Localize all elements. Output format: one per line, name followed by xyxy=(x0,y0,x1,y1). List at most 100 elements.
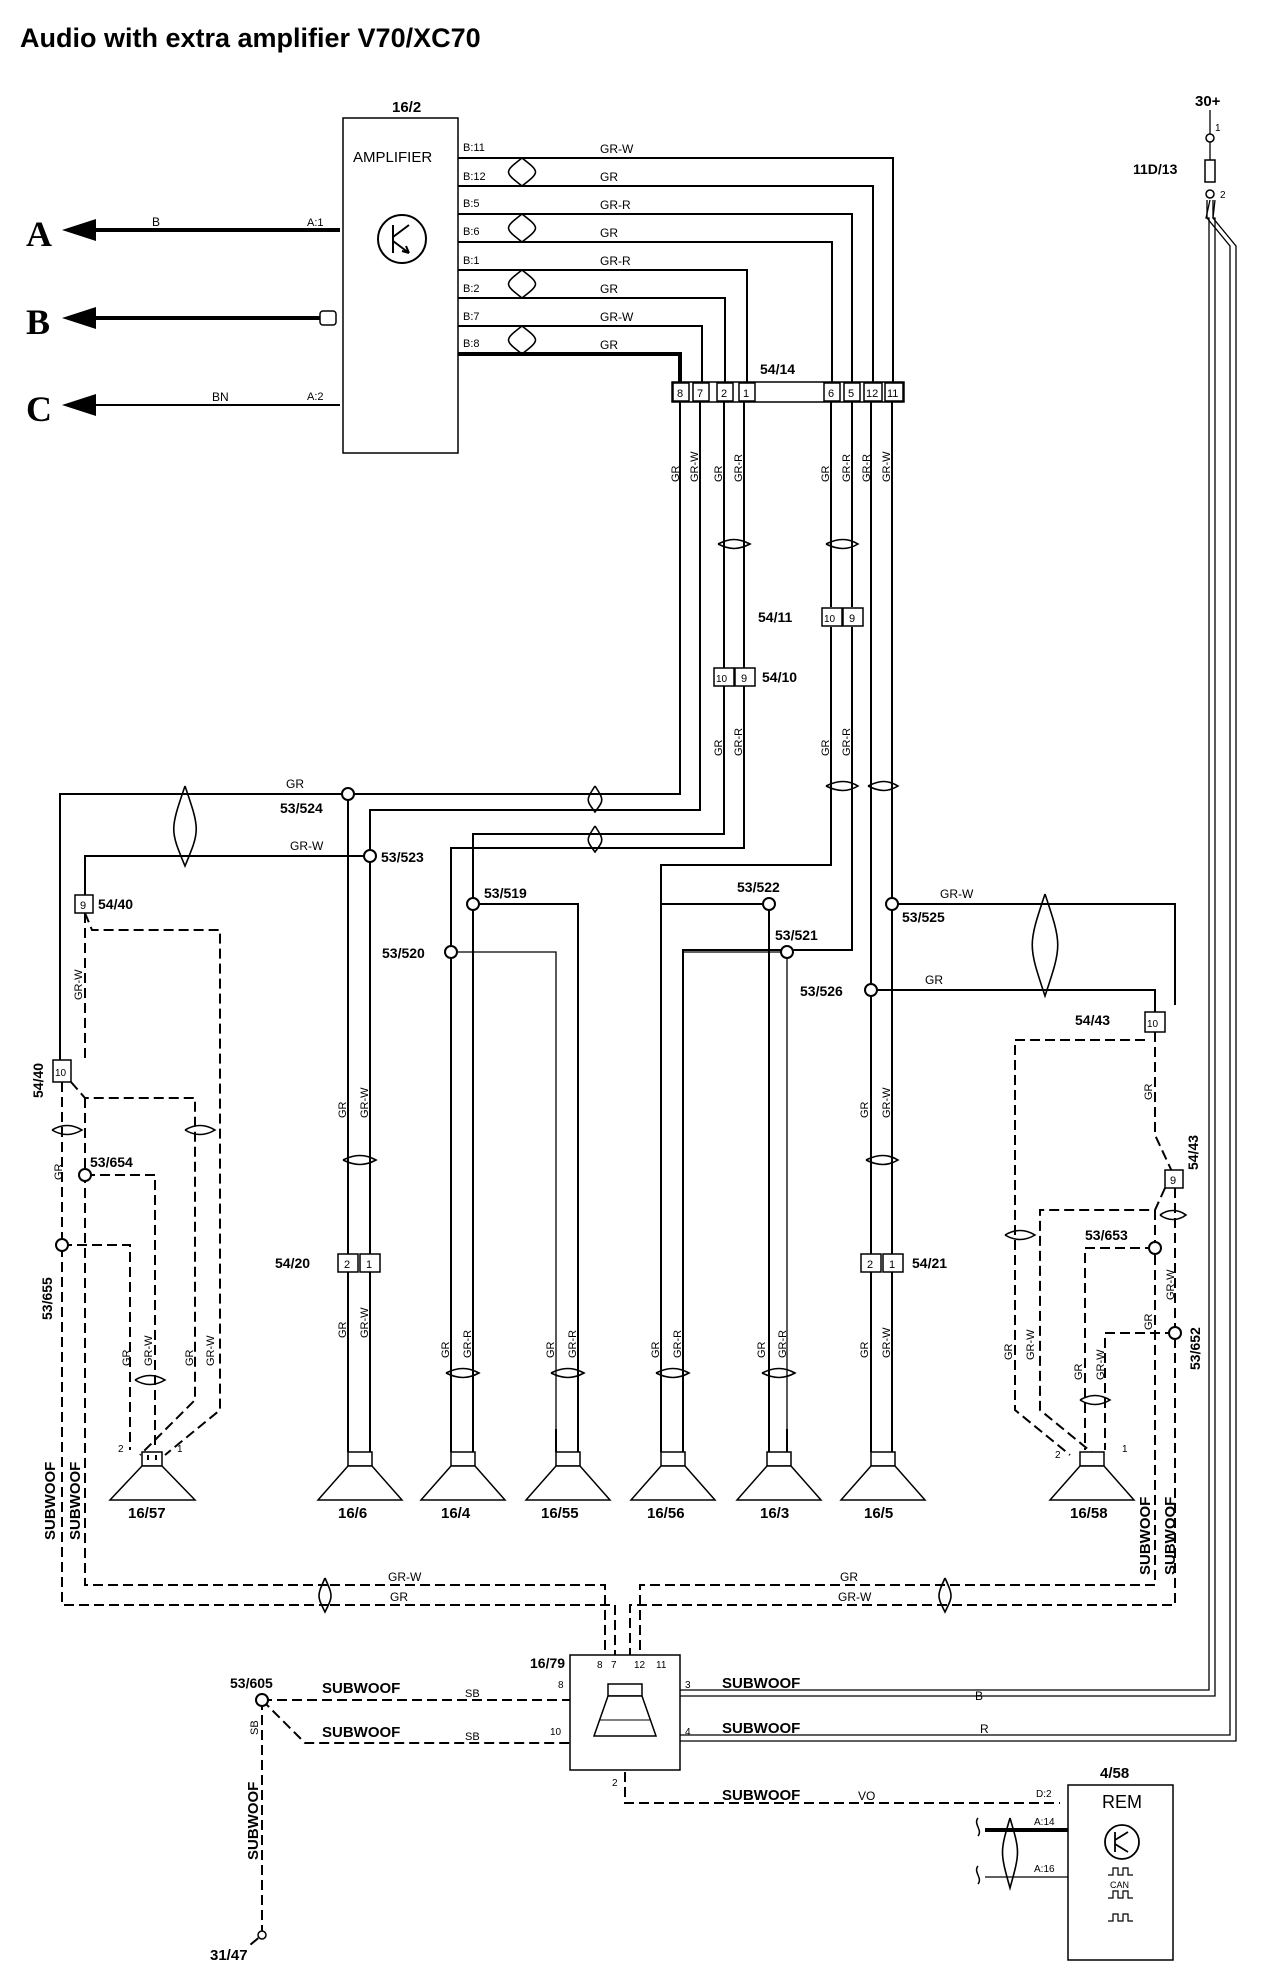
rem-id: 4/58 xyxy=(1100,1765,1129,1782)
connector-54-11: 10 9 54/11 xyxy=(758,607,864,627)
pin-number: 9 xyxy=(741,673,747,685)
pin-number: 9 xyxy=(849,613,855,625)
wire-color-label: B xyxy=(975,1689,983,1703)
wire-color-label: GR xyxy=(53,1163,65,1180)
wire-color-label: VO xyxy=(858,1789,875,1803)
pin-number: 10 xyxy=(550,1727,562,1738)
fuse-pin: 2 xyxy=(1220,190,1226,201)
wire-color-label: GR-W xyxy=(1165,1269,1177,1300)
pin-number: 10 xyxy=(716,674,728,685)
subwoofer-unit: 16/79 8 7 12 11 8 10 3 4 2 SUBWOOF B SUB… xyxy=(530,1654,1150,1804)
subwoofer-bus: GR-W GR GR GR-W xyxy=(318,1570,952,1655)
pin-number: 4 xyxy=(685,1727,691,1738)
wire-color-label: BN xyxy=(212,390,229,404)
subwoof-label: SUBWOOF xyxy=(722,1675,800,1692)
wire-color-label: GR-W xyxy=(600,310,634,324)
subwoof-label: SUBWOOF xyxy=(322,1724,400,1741)
pin-number: 2 xyxy=(344,1259,350,1271)
wire-color-label: GR-W xyxy=(290,839,324,853)
wire-color-label: GR-W xyxy=(881,1087,893,1118)
subwoof-label: SUBWOOF xyxy=(1137,1497,1154,1575)
right-subwoofer-wiring: 10 54/43 9 54/43 GR 53/653 53/652 GR GR-… xyxy=(629,1011,1203,1655)
splice-label: 53/523 xyxy=(381,849,424,865)
wire-color-label: GR-W xyxy=(205,1335,217,1366)
wire-color-label: GR-R xyxy=(777,1330,789,1358)
splice-label: 53/605 xyxy=(230,1675,273,1691)
pin-number: 2 xyxy=(721,388,727,400)
left-subwoofer-wiring: 9 54/40 10 54/40 GR-W 53/654 53/655 GR G… xyxy=(30,894,330,1606)
arrow-a-label: A xyxy=(26,214,52,254)
wire-color-label: GR-W xyxy=(689,451,701,482)
amp-pin-label: B:2 xyxy=(463,283,480,295)
subwoof-label: SUBWOOF xyxy=(722,1787,800,1804)
right-speaker-wiring: 53/525 53/526 GR-W GR GR GR-W GR GR-W xyxy=(800,887,1176,1429)
wire-color-label: GR xyxy=(1143,1313,1155,1330)
splice-label: 53/522 xyxy=(737,879,780,895)
wire-color-label: GR-R xyxy=(462,1330,474,1358)
connector-label: 54/20 xyxy=(275,1255,310,1271)
wire-color-label: SB xyxy=(465,1731,480,1743)
wire-color-label: GR-R xyxy=(841,454,853,482)
wire-color-label: GR-R xyxy=(861,454,873,482)
wire-color-label: GR xyxy=(286,777,304,791)
wire-color-label: GR xyxy=(600,282,618,296)
fuse-pin: 1 xyxy=(1215,123,1221,134)
speakers: 2 1 16/57 16/6 16/4 16/55 xyxy=(108,1429,1136,1522)
splice-label: 53/652 xyxy=(1187,1327,1203,1370)
connector-label: 54/40 xyxy=(30,1063,46,1098)
pin-number: 1 xyxy=(889,1259,895,1271)
wire-color-label: GR xyxy=(600,170,618,184)
speaker-16-56: 16/56 xyxy=(629,1429,717,1522)
connector-label: 54/40 xyxy=(98,896,133,912)
transistor-icon xyxy=(377,214,427,264)
wire-color-label: GR-W xyxy=(881,451,893,482)
connector-label: 54/43 xyxy=(1185,1135,1201,1170)
unit-label: 16/79 xyxy=(530,1655,565,1671)
speaker-16-6: 16/6 xyxy=(316,1429,404,1522)
wire-color-label: GR xyxy=(820,465,832,482)
ground-label: 31/47 xyxy=(210,1947,248,1964)
speaker-16-55: 16/55 xyxy=(524,1429,612,1522)
wire-color-label: GR xyxy=(545,1341,557,1358)
splice-label: 53/520 xyxy=(382,945,425,961)
pin-number: 2 xyxy=(1055,1450,1061,1461)
wire-color-label: GR-W xyxy=(600,142,634,156)
pin-number: 10 xyxy=(1147,1019,1159,1030)
amplifier: 16/2 AMPLIFIER B:11 B:12 B:5 B:6 B:1 B:2… xyxy=(307,99,486,454)
wire-color-label: GR xyxy=(600,226,618,240)
wire-color-label: GR xyxy=(820,739,832,756)
amp-pin-label: B:6 xyxy=(463,226,480,238)
supply-label: 30+ xyxy=(1195,93,1221,110)
amplifier-id: 16/2 xyxy=(392,99,421,116)
connector-54-14: 54/14 8 7 2 1 6 5 12 11 xyxy=(671,361,905,403)
pin-number: 12 xyxy=(866,388,878,400)
connector-54-21: 2 1 54/21 xyxy=(860,1253,947,1273)
splice-label: 53/521 xyxy=(775,927,818,943)
wire-color-label: GR-W xyxy=(838,1590,872,1604)
pin-number: 11 xyxy=(887,388,898,400)
speaker-label: 16/6 xyxy=(338,1505,367,1522)
wire-color-label: GR-R xyxy=(841,728,853,756)
wire-color-label: SB xyxy=(249,1720,261,1735)
connector-label: 54/21 xyxy=(912,1255,947,1271)
fuse-label: 11D/13 xyxy=(1133,161,1178,177)
wire-color-label: B xyxy=(152,215,160,229)
wire-color-label: GR-W xyxy=(1025,1329,1037,1360)
wire-color-label: GR xyxy=(756,1341,768,1358)
pin-number: 9 xyxy=(1170,1175,1176,1187)
pin-number: 3 xyxy=(685,1680,691,1691)
amp-pin-label: B:5 xyxy=(463,198,480,210)
splice-label: 53/655 xyxy=(39,1277,55,1320)
wire-color-label: GR-W xyxy=(940,887,974,901)
pin-number: 8 xyxy=(677,388,683,400)
wire-color-label: GR xyxy=(121,1349,133,1366)
pin-number: 2 xyxy=(118,1444,124,1455)
speaker-label: 16/3 xyxy=(760,1505,789,1522)
speaker-label: 16/4 xyxy=(441,1505,471,1522)
wire-color-label: GR-R xyxy=(567,1330,579,1358)
pin-number: 1 xyxy=(1122,1444,1128,1455)
rem-label: REM xyxy=(1102,1792,1142,1812)
pin-number: 1 xyxy=(177,1444,183,1455)
speaker-label: 16/57 xyxy=(128,1505,166,1522)
